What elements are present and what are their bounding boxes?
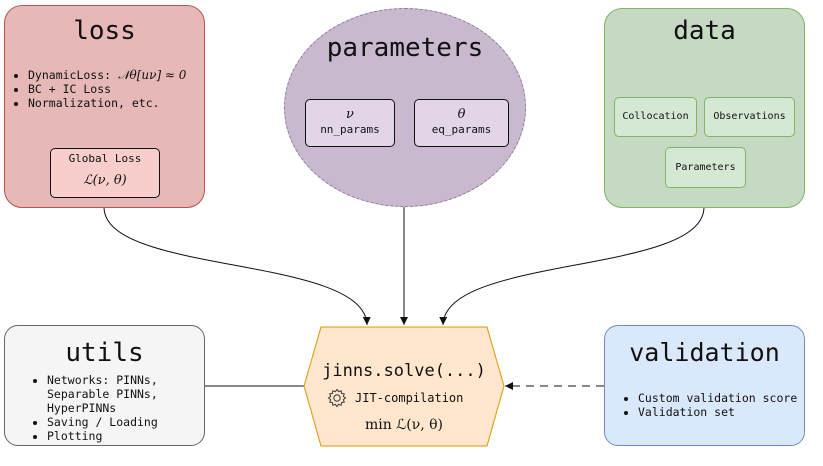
utils-item-list: Networks: PINNs, Separable PINNs, HyperP… xyxy=(31,373,212,443)
dynamic-loss-formula: 𝒩θ[uν] ≈ 0 xyxy=(118,68,187,82)
validation-title: validation xyxy=(629,338,780,367)
validation-block: validation Custom validation score Valid… xyxy=(604,325,805,446)
loss-item-dynamic: DynamicLoss: 𝒩θ[uν] ≈ 0 xyxy=(28,68,218,82)
nn-params-label: nn_params xyxy=(320,123,380,136)
loss-to-solve-arrow xyxy=(103,206,371,326)
utils-item-saving: Saving / Loading xyxy=(47,415,212,429)
collocation-box: Collocation xyxy=(614,97,697,137)
nn-params-symbol: ν xyxy=(346,107,354,122)
solve-hexagon xyxy=(303,326,505,447)
jit-label: JIT-compilation xyxy=(355,391,464,405)
utils-title: utils xyxy=(65,338,144,368)
validation-item-list: Custom validation score Validation set xyxy=(622,391,808,419)
global-loss-label: Global Loss xyxy=(68,152,142,165)
parameters-block: parameters ν nn_params θ eq_params xyxy=(284,8,526,207)
loss-item-list: DynamicLoss: 𝒩θ[uν] ≈ 0 BC + IC Loss Nor… xyxy=(12,68,218,110)
loss-title: loss xyxy=(73,16,136,46)
data-parameters-label: Parameters xyxy=(675,162,736,173)
data-title: data xyxy=(673,16,736,46)
utils-item-networks: Networks: PINNs, Separable PINNs, HyperP… xyxy=(47,373,212,415)
utils-item-plotting: Plotting xyxy=(47,429,212,443)
loss-block: loss DynamicLoss: 𝒩θ[uν] ≈ 0 BC + IC Los… xyxy=(4,5,205,208)
observations-box: Observations xyxy=(704,97,795,137)
validation-item-score: Custom validation score xyxy=(638,391,808,405)
observations-label: Observations xyxy=(713,111,786,122)
utils-block: utils Networks: PINNs, Separable PINNs, … xyxy=(4,325,205,446)
validation-item-set: Validation set xyxy=(638,405,808,419)
eq-params-box: θ eq_params xyxy=(414,99,509,147)
loss-item-normalization: Normalization, etc. xyxy=(28,96,218,110)
nn-params-box: ν nn_params xyxy=(305,99,395,147)
solve-title: jinns.solve(...) xyxy=(322,361,486,381)
eq-params-symbol: θ xyxy=(457,107,466,122)
eq-params-label: eq_params xyxy=(431,123,492,136)
solve-block: jinns.solve(...) JIT-compilation min ℒ(ν… xyxy=(303,326,505,447)
data-parameters-box: Parameters xyxy=(665,147,746,188)
jit-row: JIT-compilation xyxy=(327,388,463,408)
global-loss-box: Global Loss ℒ(ν, θ) xyxy=(50,148,160,198)
global-loss-formula: ℒ(ν, θ) xyxy=(83,173,127,188)
loss-item-bc-ic: BC + IC Loss xyxy=(28,82,218,96)
collocation-label: Collocation xyxy=(622,111,689,122)
parameters-title: parameters xyxy=(326,33,484,63)
gear-icon xyxy=(327,388,347,408)
solve-objective: min ℒ(ν, θ) xyxy=(364,417,444,433)
data-block: data Collocation Observations Parameters xyxy=(604,8,805,208)
data-to-solve-arrow xyxy=(439,206,705,326)
